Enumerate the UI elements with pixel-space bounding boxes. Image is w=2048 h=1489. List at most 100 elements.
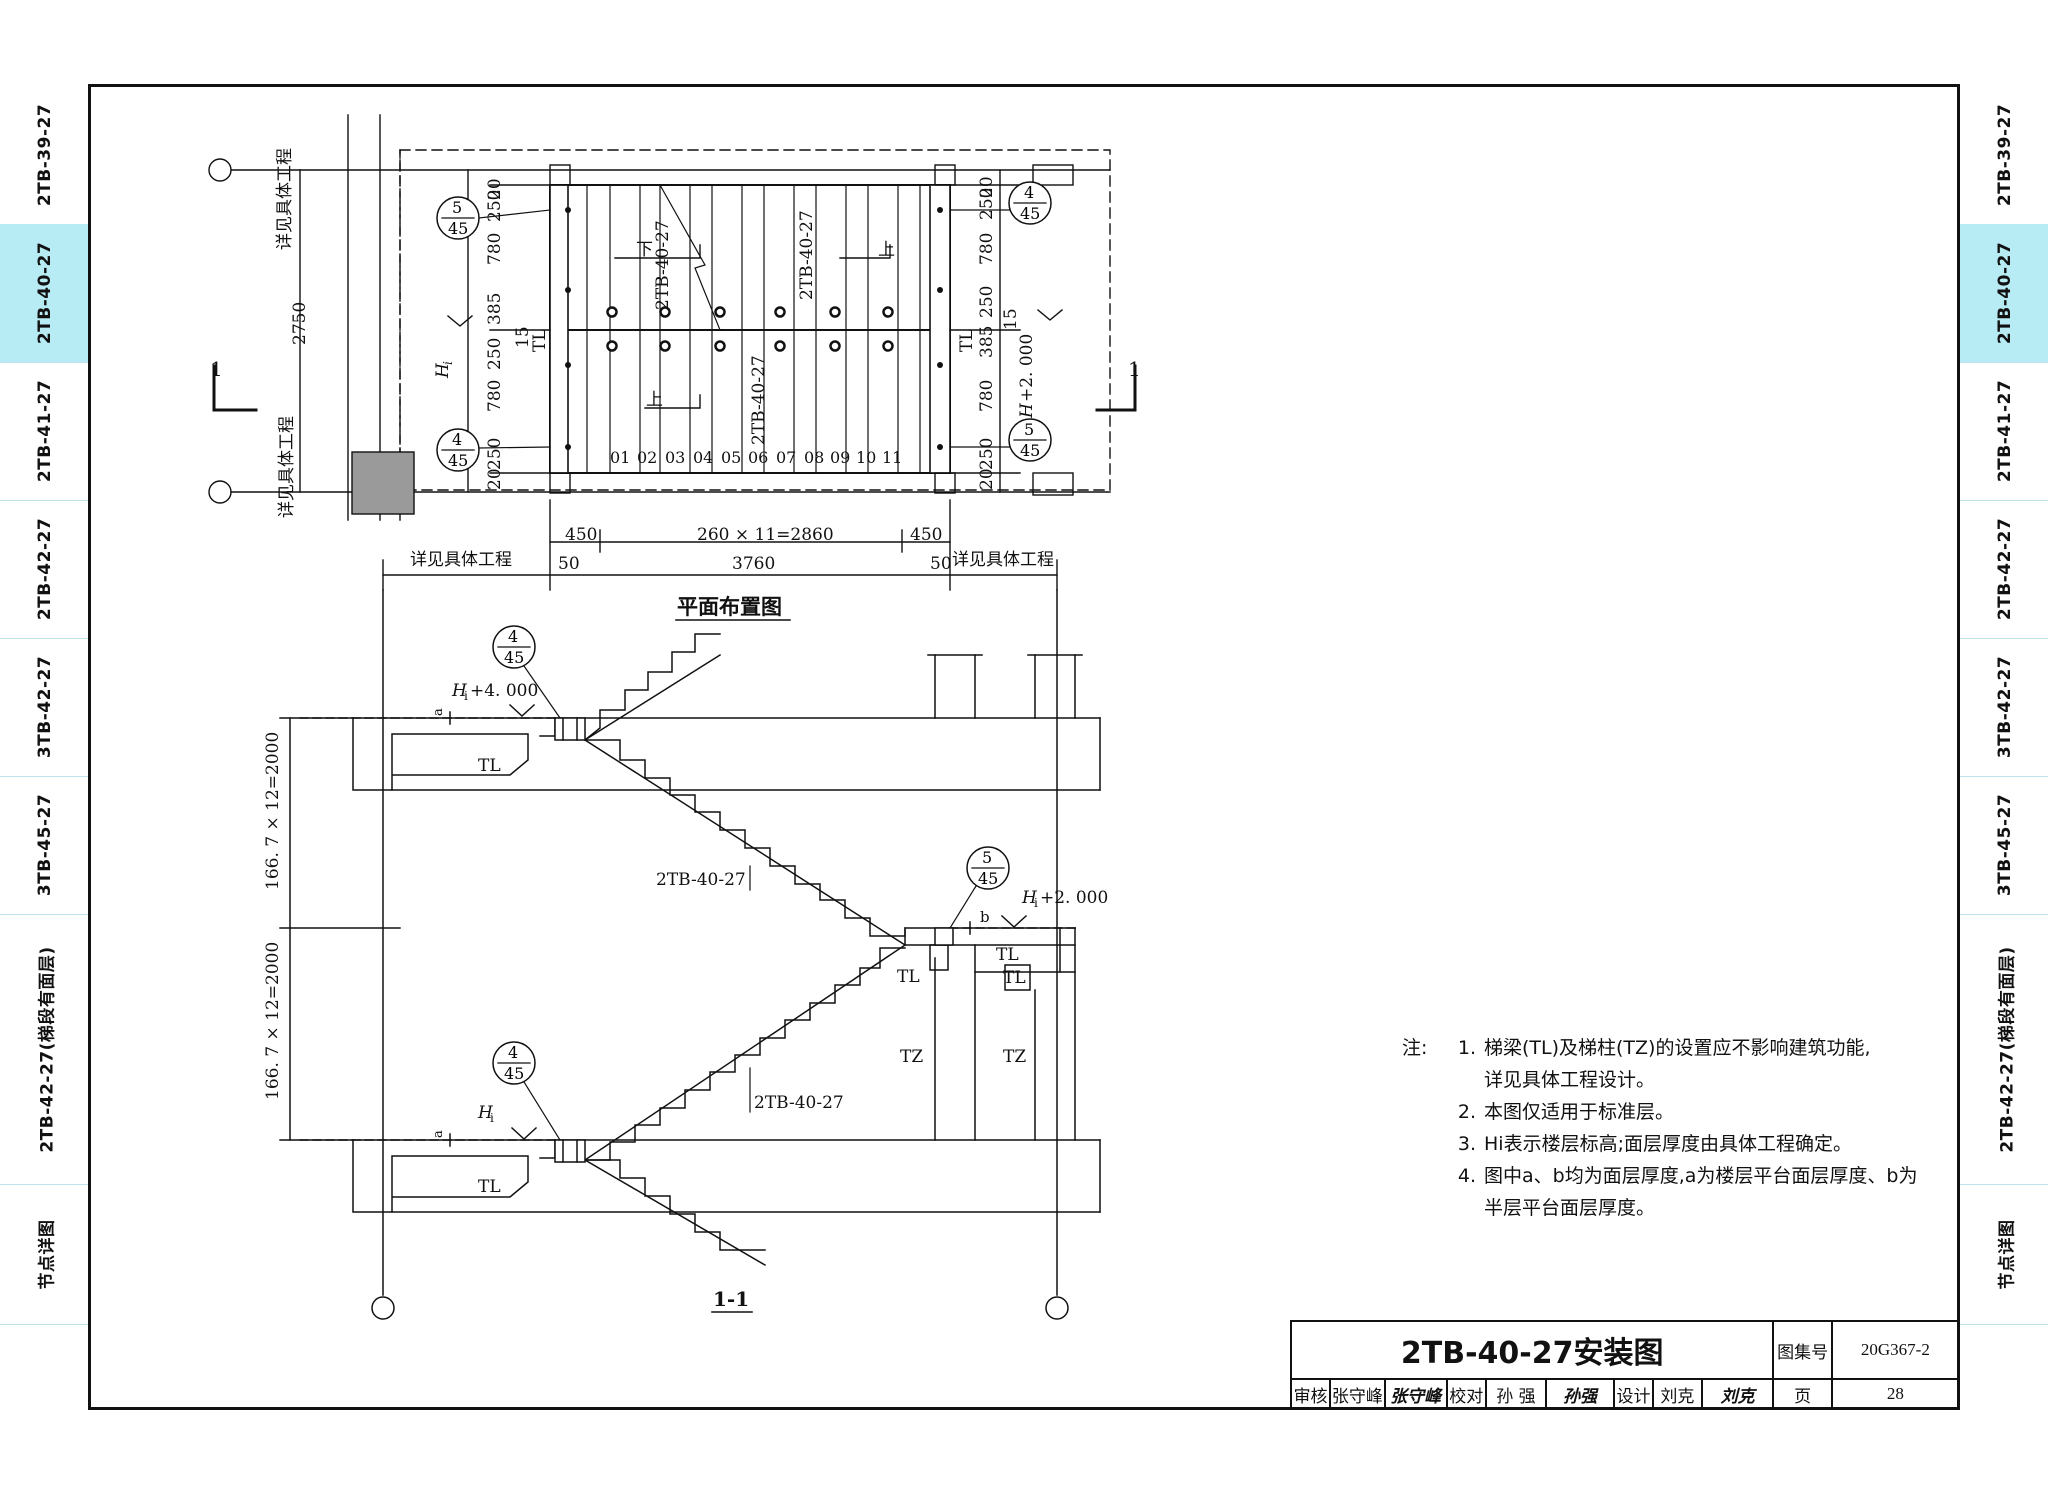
section-tl-bottom: TL	[478, 1177, 501, 1197]
svg-text:H: H	[451, 681, 468, 701]
dim-right-4: 250	[977, 286, 997, 318]
side-tab-2tb-40-27-right[interactable]: 2TB-40-27	[1960, 224, 2048, 363]
section-callout-4-45-bottom: 4 45	[492, 1041, 561, 1141]
svg-text:45: 45	[504, 648, 524, 667]
atlas-label: 图集号	[1772, 1320, 1833, 1380]
title-block: 2TB-40-27安装图 图集号 20G367-2 审核 张守峰 张守峰 校对 …	[1289, 1320, 1961, 1410]
see-project-bottom-right: 详见具体工程	[952, 550, 1054, 570]
plan-callout-5-45-bottom-right: 5 45	[949, 418, 1052, 462]
dim-left-6: 780	[485, 380, 505, 412]
section-tz-left: TZ	[900, 1047, 923, 1067]
dim-450-left: 450	[565, 525, 597, 545]
dim-15-left: 15	[513, 326, 533, 348]
note-number: 2.	[1457, 1101, 1476, 1123]
a-label-top: a	[431, 708, 446, 716]
b-label: b	[980, 908, 990, 926]
svg-text:+2. 000: +2. 000	[1017, 334, 1037, 402]
dim-left-2: 250	[485, 190, 505, 222]
atlas-number: 20G367-2	[1830, 1320, 1961, 1380]
note-number: 4.	[1457, 1165, 1476, 1187]
plan-stair-label-1: 2TB-40-27	[653, 220, 673, 310]
svg-text:04: 04	[693, 448, 713, 467]
dim-left-5: 250	[485, 338, 505, 370]
review-label: 审核	[1289, 1378, 1332, 1410]
svg-text:09: 09	[830, 448, 850, 467]
svg-text:45: 45	[1020, 441, 1040, 460]
side-tab-node-details[interactable]: 节点详图	[0, 1184, 90, 1325]
section-tz-right: TZ	[1003, 1047, 1026, 1067]
svg-text:i: i	[1034, 896, 1038, 910]
plan-callout-4-45-bottom-left: 4 45	[436, 428, 551, 472]
dim-left-4: 385	[485, 293, 505, 325]
anchor-rings	[606, 306, 894, 352]
side-tab-3tb-45-27[interactable]: 3TB-45-27	[0, 776, 90, 915]
plan-callout-4-45-top-right: 4 45	[949, 181, 1052, 225]
hi-left-label: H i	[433, 361, 455, 379]
side-tab-3tb-45-27-right[interactable]: 3TB-45-27	[1960, 776, 2048, 915]
note-4-cont: 半层平台面层厚度。	[1484, 1197, 1656, 1219]
side-tab-3tb-42-27-right[interactable]: 3TB-42-27	[1960, 638, 2048, 777]
a-label-bottom: a	[431, 1130, 446, 1138]
svg-text:H: H	[1017, 402, 1037, 419]
dim-right-7: 250	[977, 438, 997, 470]
note-2-text: 本图仅适用于标准层。	[1484, 1101, 1675, 1123]
plan-tl-left: TL	[530, 329, 550, 352]
svg-text:+4. 000: +4. 000	[470, 681, 538, 701]
side-tab-2tb-40-27[interactable]: 2TB-40-27	[0, 224, 90, 363]
dim-450-right: 450	[910, 525, 942, 545]
side-tab-2tb-42-27[interactable]: 2TB-42-27	[0, 500, 90, 639]
up-label-1: 上	[878, 240, 895, 260]
bolt-dots	[565, 207, 943, 450]
check-label: 校对	[1445, 1378, 1487, 1410]
section-tl-mid-right: TL	[1003, 968, 1026, 988]
notes-heading: 注:	[1402, 1037, 1428, 1059]
section-tl-mid-left: TL	[897, 967, 920, 987]
dim-15-right: 15	[1001, 308, 1021, 330]
plan-labels: 详见具体工程 详见具体工程 2750 20 250 780 385 250 78…	[210, 148, 1141, 621]
axis-circle-bottom-left	[371, 1296, 395, 1320]
section-tl-mid-center: TL	[996, 945, 1019, 965]
left-tab-strip: 2TB-39-27 2TB-40-27 2TB-41-27 2TB-42-27 …	[0, 86, 90, 1326]
plan-tl-right: TL	[957, 329, 977, 352]
side-tab-node-details-right[interactable]: 节点详图	[1960, 1184, 2048, 1325]
plan-callout-5-45-top: 5 45	[436, 196, 551, 240]
dim-right-3: 780	[977, 233, 997, 265]
svg-text:H: H	[477, 1103, 494, 1123]
section-stair-label-lower: 2TB-40-27	[754, 1093, 844, 1113]
plan-view	[208, 114, 1137, 591]
note-number: 1.	[1457, 1037, 1476, 1059]
section-view	[279, 589, 1101, 1320]
svg-text:07: 07	[776, 448, 796, 467]
page-number: 28	[1830, 1378, 1961, 1410]
dim-right-2: 250	[977, 188, 997, 220]
side-tab-2tb-42-27-surface[interactable]: 2TB-42-27(梯段有面层)	[0, 914, 90, 1185]
hi-bottom-label: H i	[477, 1103, 494, 1125]
dim-upper-2000: 166. 7 × 12=2000	[263, 732, 283, 890]
side-tab-2tb-41-27[interactable]: 2TB-41-27	[0, 362, 90, 501]
svg-text:i: i	[441, 361, 455, 365]
dim-left-3: 780	[485, 233, 505, 265]
side-tab-3tb-42-27[interactable]: 3TB-42-27	[0, 638, 90, 777]
section-labels: H i +4. 000 H i H i +2. 000 a a b TL TL …	[263, 681, 1108, 1313]
note-3-text: Hi表示楼层标高;面层厚度由具体工程确定。	[1484, 1133, 1852, 1155]
dim-right-8: 20	[977, 468, 997, 490]
drawing-title: 2TB-40-27安装图	[1289, 1320, 1775, 1380]
axis-circle	[208, 480, 232, 504]
see-project-vertical-bottom: 详见具体工程	[277, 416, 297, 518]
section-mark-left: 1	[210, 357, 223, 381]
right-tab-strip: 2TB-39-27 2TB-40-27 2TB-41-27 2TB-42-27 …	[1960, 86, 2048, 1326]
side-tab-2tb-42-27-surface-right[interactable]: 2TB-42-27(梯段有面层)	[1960, 914, 2048, 1185]
svg-text:45: 45	[978, 869, 998, 888]
svg-text:+2. 000: +2. 000	[1040, 888, 1108, 908]
side-tab-2tb-41-27-right[interactable]: 2TB-41-27	[1960, 362, 2048, 501]
side-tab-2tb-42-27-right[interactable]: 2TB-42-27	[1960, 500, 2048, 639]
svg-text:10: 10	[856, 448, 876, 467]
designer-signature: 刘克	[1700, 1378, 1775, 1410]
svg-text:45: 45	[448, 451, 468, 470]
svg-text:H: H	[433, 362, 453, 379]
svg-text:45: 45	[1020, 204, 1040, 223]
step-numbers: 01 02 03 04 05 06 07 08 09 10 11	[610, 448, 902, 467]
notes-block: 注:1.梯梁(TL)及梯柱(TZ)的设置应不影响建筑功能, 详见具体工程设计。 …	[1402, 1032, 1917, 1224]
note-1-cont: 详见具体工程设计。	[1484, 1069, 1656, 1091]
hi-mid-label: H i +2. 000	[1021, 888, 1108, 910]
